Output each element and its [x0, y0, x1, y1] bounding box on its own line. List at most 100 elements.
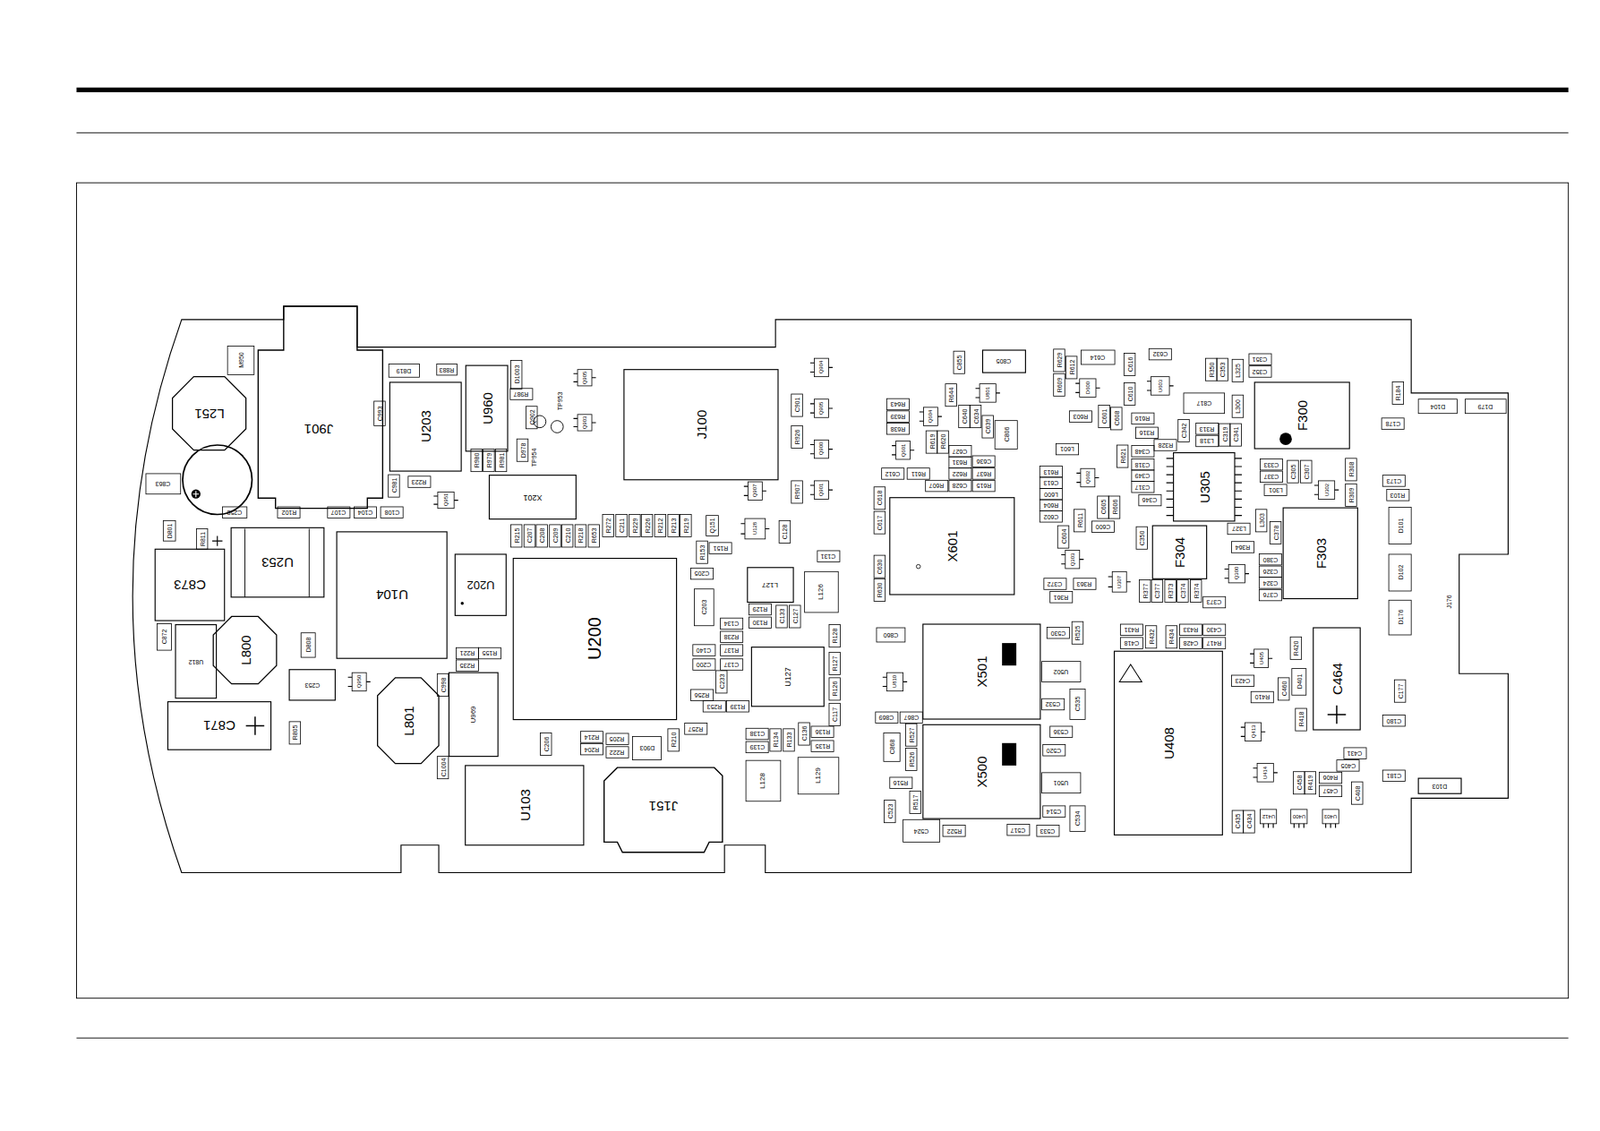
part-designator: U302 — [1324, 483, 1330, 497]
part-designator: C104 — [358, 509, 374, 516]
part-designator: R629 — [1055, 352, 1062, 368]
part-outline — [1255, 509, 1267, 532]
part-designator: R126 — [831, 681, 839, 697]
part-outline — [1388, 599, 1412, 635]
part-outline — [1196, 435, 1219, 447]
part-outline — [667, 514, 680, 538]
part-outline — [1254, 382, 1350, 449]
part-outline — [1164, 579, 1177, 602]
part-designator: U307 — [1116, 574, 1122, 588]
part-designator: U414 — [1262, 766, 1268, 779]
part-designator: D819 — [396, 367, 412, 374]
part-designator: C107 — [331, 509, 347, 516]
part-outline — [680, 514, 693, 538]
part-designator: C855 — [956, 354, 963, 370]
part-designator: C806 — [1002, 427, 1010, 443]
part-designator: R615 — [975, 482, 992, 489]
part-outline — [875, 711, 899, 724]
part-outline — [227, 345, 255, 375]
part-designator: C613 — [1043, 479, 1059, 487]
part-designator: R151 — [712, 545, 728, 552]
part-outline — [945, 384, 958, 407]
transistor-body — [1322, 809, 1339, 824]
part-outline — [525, 406, 538, 429]
part-designator: C514 — [1046, 808, 1062, 815]
part-outline — [1203, 637, 1226, 650]
part-outline — [770, 728, 782, 752]
part-outline — [157, 623, 172, 651]
part-outline — [388, 474, 401, 497]
part-designator: R257 — [688, 725, 704, 732]
part-outline — [374, 401, 386, 426]
part-designator: R212 — [657, 518, 664, 534]
part-designator: C533 — [1040, 827, 1056, 834]
part-outline — [1418, 778, 1462, 794]
part-outline — [1249, 353, 1272, 366]
part-designator: C636 — [975, 458, 992, 465]
part-designator: C418 — [1124, 639, 1140, 646]
part-designator: U408 — [1161, 727, 1175, 760]
part-outline — [749, 616, 772, 629]
part-outline — [1116, 444, 1129, 468]
part-designator: C341 — [1232, 427, 1240, 443]
part-designator: C131 — [821, 553, 837, 560]
part-designator: C423 — [1235, 677, 1251, 685]
part-designator: D1003 — [513, 365, 520, 385]
part-outline — [380, 506, 403, 519]
transistor-body — [896, 440, 911, 460]
part-designator: R218 — [577, 528, 584, 544]
part-designator: R238 — [724, 633, 740, 641]
part-outline — [886, 423, 909, 436]
part-designator: R127 — [831, 655, 839, 671]
part-outline — [789, 605, 802, 628]
part-designator: R987 — [513, 390, 530, 397]
part-outline — [336, 531, 447, 659]
part-designator: Q413 — [1250, 725, 1257, 739]
part-designator: C181 — [1386, 772, 1402, 779]
part-designator: C605 — [1099, 499, 1106, 515]
part-designator: R653 — [590, 528, 598, 544]
part-designator: C640 — [960, 409, 967, 425]
polarity-mark — [192, 490, 199, 497]
part-outline — [1388, 554, 1412, 591]
part-designator: C536 — [1053, 728, 1070, 736]
part-outline — [1108, 496, 1121, 519]
part-outline — [1290, 636, 1302, 659]
inductor-outline — [213, 616, 277, 684]
part-outline — [804, 571, 839, 613]
part-designator: U128 — [752, 521, 758, 535]
part-designator: R907 — [794, 484, 801, 500]
part-designator: U203 — [419, 410, 433, 443]
part-designator: R137 — [724, 646, 740, 653]
part-designator: R621 — [1119, 448, 1126, 464]
part-outline — [1069, 410, 1092, 423]
part-outline — [994, 420, 1018, 450]
part-outline — [1074, 509, 1087, 532]
part-designator: R153 — [699, 544, 706, 560]
part-outline — [162, 520, 176, 541]
page-rule — [76, 87, 1568, 93]
part-designator: TP954 — [530, 447, 538, 467]
part-outline — [1336, 760, 1360, 772]
part-outline — [516, 438, 529, 462]
part-designator: C458 — [1295, 775, 1302, 791]
part-designator: Q604 — [927, 410, 933, 424]
pin-one-mark — [915, 564, 921, 569]
part-designator: J901 — [303, 421, 334, 436]
part-outline — [455, 647, 479, 659]
part-designator: C376 — [1263, 591, 1279, 599]
part-outline — [408, 476, 431, 488]
part-outline — [549, 524, 562, 548]
part-designator: C460 — [1280, 681, 1287, 697]
part-designator: C324 — [1263, 579, 1279, 586]
part-outline — [1036, 825, 1060, 838]
transistor-body — [886, 672, 903, 692]
part-outline — [353, 506, 377, 519]
part-designator: C517 — [1010, 826, 1027, 833]
polarity-mark — [246, 716, 266, 736]
part-outline — [1173, 453, 1235, 522]
part-outline — [1218, 423, 1231, 446]
part-designator: Q905 — [581, 370, 588, 385]
inductor-outline — [172, 376, 247, 451]
part-outline — [1069, 688, 1086, 719]
